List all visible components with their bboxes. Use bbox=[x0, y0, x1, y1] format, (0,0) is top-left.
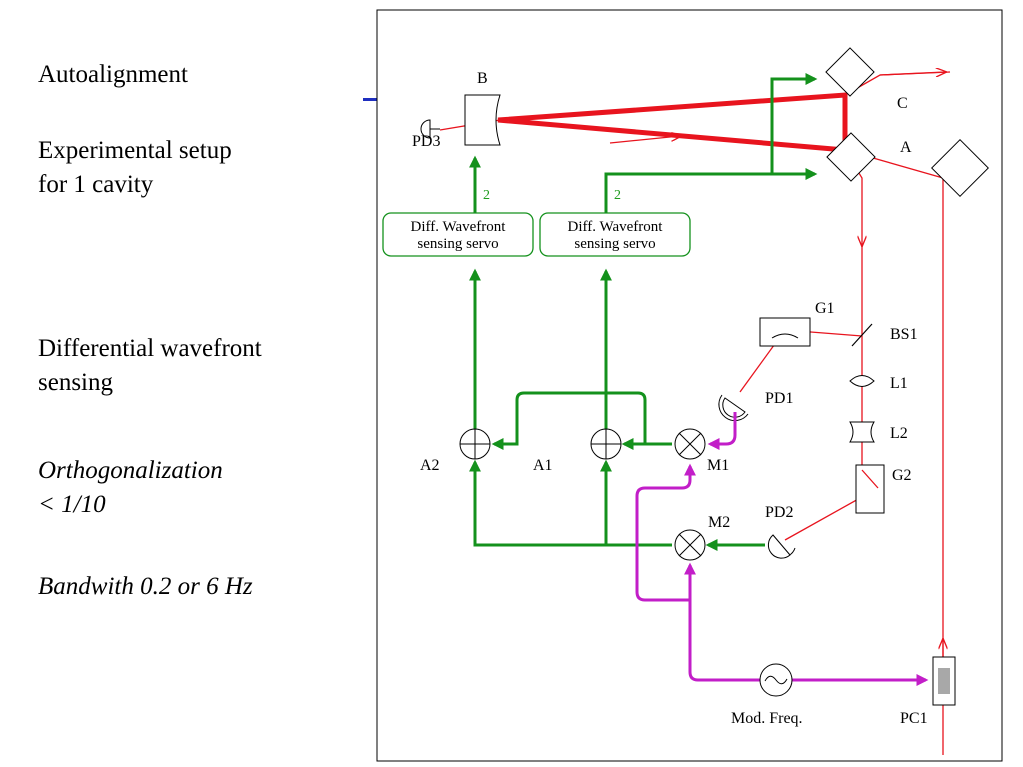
servo2-line1: Diff. Wavefront bbox=[568, 219, 664, 235]
setup-line-1: Experimental setup bbox=[38, 137, 232, 164]
pd3-detector bbox=[420, 119, 431, 139]
orthogonalization-line-2: < 1/10 bbox=[38, 491, 106, 518]
lens-l2 bbox=[849, 421, 875, 443]
mixer-m2 bbox=[674, 529, 706, 561]
beam-splitter-bs1 bbox=[851, 323, 873, 347]
servo2-to-c bbox=[770, 73, 818, 174]
label-l2: L2 bbox=[890, 425, 908, 442]
cavity-beam-arrow bbox=[609, 136, 680, 144]
lens-l1 bbox=[849, 375, 875, 387]
label-pd3: PD3 bbox=[412, 133, 440, 150]
diagram-frame bbox=[376, 9, 1003, 762]
label-a1: A1 bbox=[533, 457, 553, 474]
channel-count-1: 2 bbox=[483, 188, 490, 203]
label-c: C bbox=[897, 95, 908, 112]
mirror-a bbox=[826, 132, 876, 182]
dws-line-1: Differential wavefront bbox=[38, 335, 262, 362]
grating-g2 bbox=[855, 464, 885, 514]
m2-to-a2 bbox=[469, 459, 672, 547]
servo-box-2 bbox=[539, 212, 691, 257]
channel-count-2: 2 bbox=[614, 188, 621, 203]
label-pc1: PC1 bbox=[900, 710, 928, 727]
servo1-line2: sensing servo bbox=[417, 236, 498, 252]
pd1-arc bbox=[718, 394, 749, 422]
label-l1: L1 bbox=[890, 375, 908, 392]
bandwidth-text: Bandwith 0.2 or 6 Hz bbox=[38, 573, 253, 600]
label-g1: G1 bbox=[815, 300, 835, 317]
adder-a1 bbox=[590, 428, 622, 460]
cavity-beam bbox=[497, 92, 848, 153]
g1-element bbox=[771, 333, 799, 339]
label-m1: M1 bbox=[707, 457, 729, 474]
pd1-to-m1 bbox=[707, 412, 737, 450]
servo2-to-a bbox=[604, 168, 818, 213]
output-beam-tail bbox=[879, 71, 951, 76]
label-bs1: BS1 bbox=[890, 326, 918, 343]
label-a: A bbox=[900, 139, 912, 156]
blue-dash bbox=[363, 98, 377, 101]
label-g2: G2 bbox=[892, 467, 912, 484]
pd2-detector bbox=[767, 534, 791, 559]
label-b: B bbox=[477, 70, 488, 87]
pd1-detector bbox=[722, 397, 746, 418]
adder-a2 bbox=[459, 428, 491, 460]
servo2-line2: sensing servo bbox=[574, 236, 655, 252]
servo-box-1 bbox=[382, 212, 534, 257]
grating-g1 bbox=[759, 317, 811, 347]
label-pd1: PD1 bbox=[765, 390, 793, 407]
mirror-c bbox=[825, 47, 875, 97]
pc1-crystal bbox=[938, 668, 950, 694]
label-m2: M2 bbox=[708, 514, 730, 531]
label-mod-freq: Mod. Freq. bbox=[731, 710, 803, 727]
mod-to-m1 bbox=[635, 463, 696, 602]
servo1-line1: Diff. Wavefront bbox=[411, 219, 507, 235]
dws-line-2: sensing bbox=[38, 369, 113, 396]
slide-title: Autoalignment bbox=[38, 61, 188, 88]
setup-line-2: for 1 cavity bbox=[38, 171, 154, 198]
orthogonalization-line-1: Orthogonalization bbox=[38, 457, 223, 484]
label-pd2: PD2 bbox=[765, 504, 793, 521]
label-a2: A2 bbox=[420, 457, 440, 474]
m1-to-a2 bbox=[491, 391, 647, 450]
oscillator-icon bbox=[759, 663, 793, 697]
steering-mirror bbox=[931, 139, 989, 197]
g2-beam-redraw bbox=[861, 469, 879, 489]
mirror-b bbox=[464, 94, 501, 146]
mixer-m1 bbox=[674, 428, 706, 460]
mod-line-left bbox=[688, 600, 760, 682]
